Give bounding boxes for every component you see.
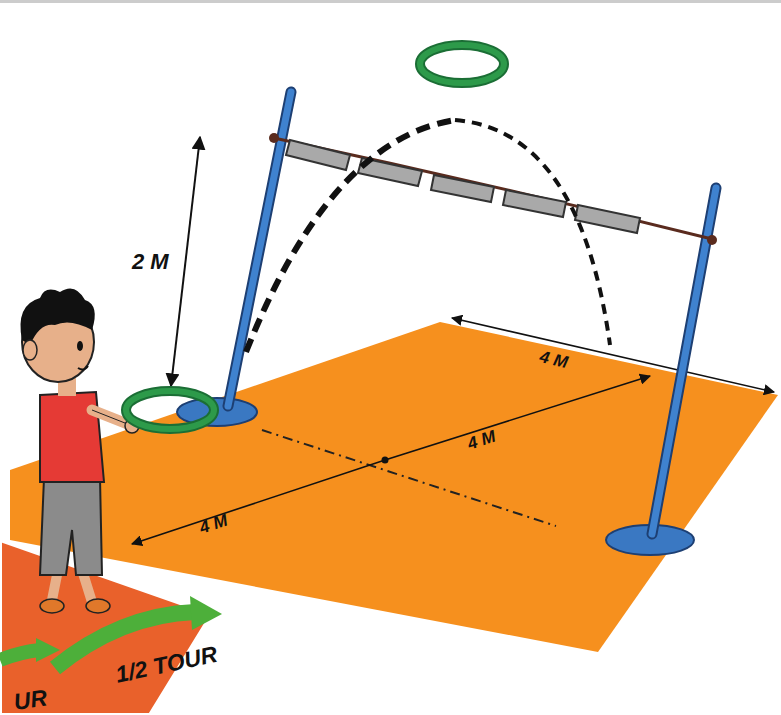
dimension-arrow xyxy=(132,460,385,544)
center-line xyxy=(262,430,556,526)
height-arrow xyxy=(171,137,200,386)
trajectory xyxy=(455,120,610,345)
ring-outline xyxy=(420,45,504,83)
bar-foam xyxy=(286,140,640,233)
ring xyxy=(126,391,214,429)
dimension-arrow xyxy=(385,376,650,460)
pole-outline xyxy=(652,188,716,534)
center-dot xyxy=(382,457,389,464)
start-zone xyxy=(0,540,212,715)
turn-arrow-head xyxy=(190,596,222,630)
ring xyxy=(420,45,504,83)
trajectory xyxy=(246,120,455,352)
height-dimension: 2 M xyxy=(132,251,169,273)
dimension-arrow xyxy=(452,318,774,392)
turn-arrow-head xyxy=(36,638,60,662)
bar-knot xyxy=(707,235,717,245)
pole xyxy=(652,188,716,534)
turn-label: UR xyxy=(12,686,48,713)
ring-outline xyxy=(126,391,214,429)
top-rule xyxy=(0,0,781,3)
bar-knot xyxy=(269,133,279,143)
turn-arrow xyxy=(0,650,40,660)
boy xyxy=(20,288,139,613)
